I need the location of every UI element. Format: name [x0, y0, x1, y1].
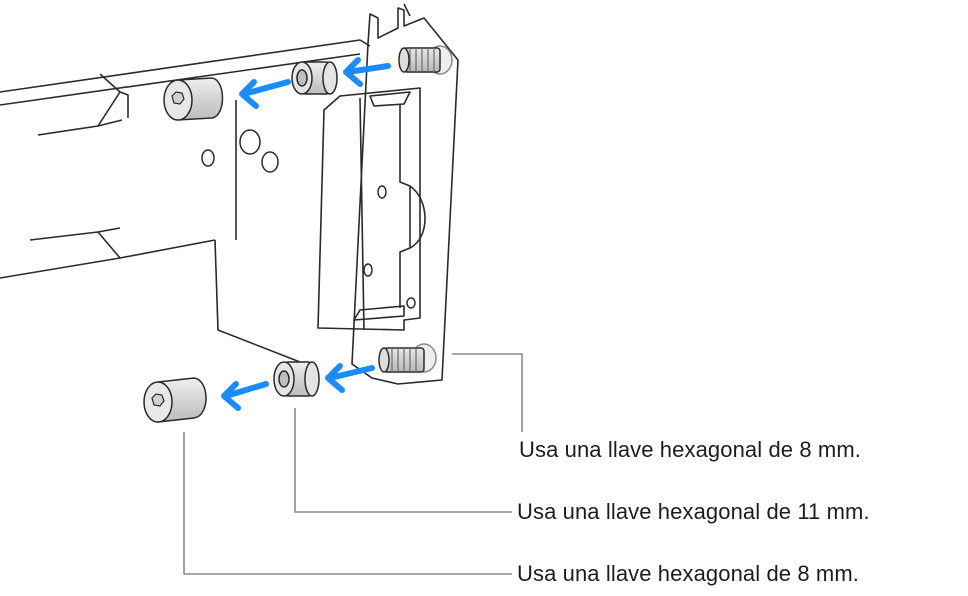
- callout-leaders: [183, 353, 523, 575]
- top-stud: [398, 45, 453, 75]
- arrow-left-icon: [345, 63, 391, 75]
- arrow-left-icon: [327, 365, 375, 381]
- arrow-left-icon: [241, 79, 291, 97]
- top-arrows: [239, 57, 391, 109]
- callout-washer-label: Usa una llave hexagonal de 11 mm.: [517, 499, 870, 524]
- bottom-washer: [273, 361, 320, 397]
- bottom-arrows: [221, 363, 375, 411]
- bottom-cap-nut: [143, 377, 207, 423]
- top-washer: [291, 61, 338, 95]
- callout-stud-label: Usa una llave hexagonal de 8 mm.: [519, 437, 861, 462]
- top-cap-nut: [163, 77, 224, 121]
- leader-washer: [294, 408, 512, 513]
- arrow-left-icon: [223, 381, 269, 399]
- rail-holes: [201, 129, 416, 309]
- callout-cap-nut-label: Usa una llave hexagonal de 8 mm.: [517, 561, 859, 586]
- leader-stud: [452, 353, 523, 432]
- leader-cap-nut: [183, 432, 512, 575]
- bottom-stud: [378, 343, 437, 373]
